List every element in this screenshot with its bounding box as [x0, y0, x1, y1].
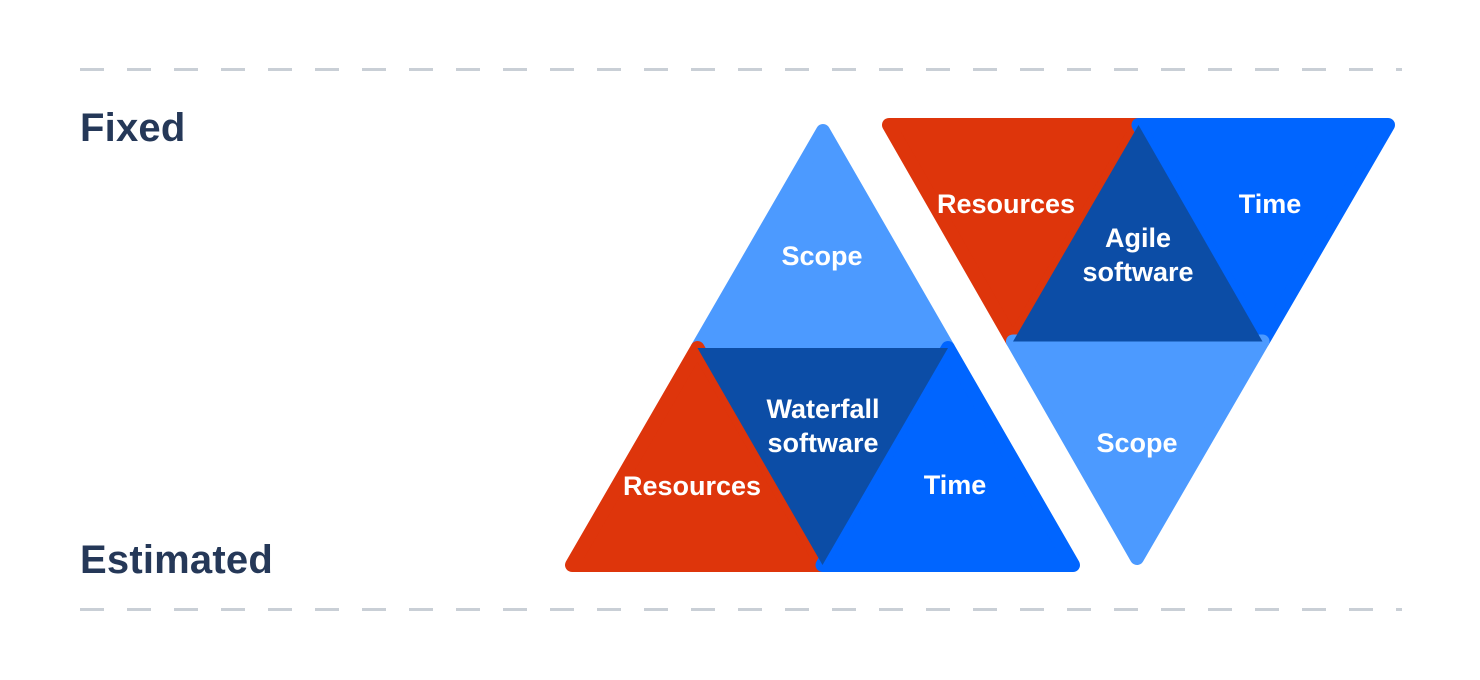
- waterfall-triangle-group: Scope Resources Time Waterfall software: [565, 124, 1080, 572]
- agile-title-line1: Agile: [1105, 223, 1171, 253]
- waterfall-title-line2: software: [767, 428, 878, 458]
- waterfall-center-region: [697, 348, 948, 565]
- waterfall-title-line1: Waterfall: [766, 394, 879, 424]
- fixed-label: Fixed: [80, 106, 186, 150]
- agile-time-label: Time: [1239, 189, 1302, 219]
- estimated-dashed-line: [80, 608, 1402, 611]
- agile-scope-label: Scope: [1096, 428, 1177, 458]
- agile-resources-label: Resources: [937, 189, 1075, 219]
- agile-center-region: [1013, 125, 1263, 342]
- agile-triangle-group: Resources Time Agile software Scope: [882, 118, 1395, 565]
- waterfall-time-label: Time: [924, 470, 987, 500]
- fixed-dashed-line: [80, 68, 1402, 71]
- waterfall-scope-label: Scope: [781, 241, 862, 271]
- estimated-label: Estimated: [80, 538, 273, 582]
- waterfall-resources-label: Resources: [623, 471, 761, 501]
- agile-title-line2: software: [1082, 257, 1193, 287]
